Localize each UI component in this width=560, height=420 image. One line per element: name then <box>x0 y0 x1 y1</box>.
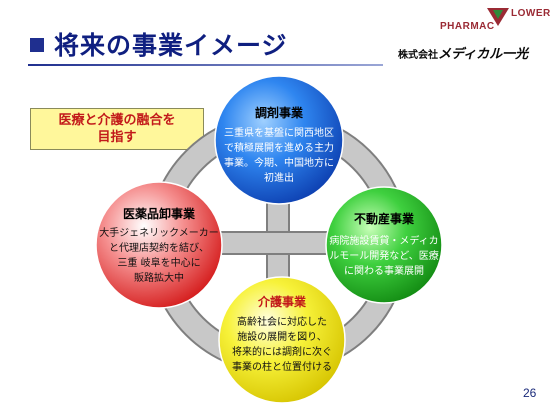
company-logo-text: 株式会社メディカル一光 <box>398 43 528 62</box>
wholesale-circle <box>95 181 223 309</box>
real-estate-description-line: 病院施設賃貸・メディカ <box>329 236 439 247</box>
wholesale-description-line: 販路拡大中 <box>134 273 184 284</box>
logo-text-lower: LOWER <box>511 8 551 19</box>
nursing-care-description-line: 将来的には調剤に次ぐ <box>232 347 332 358</box>
goal-callout-text: 医療と介護の融合を目指す <box>58 112 175 146</box>
real-estate-title: 不動産事業 <box>353 212 414 226</box>
dispensing-description: 三重県を基盤に関西地区で積極展開を進める主力事業。今期、中国地方に初進出 <box>219 126 339 186</box>
real-estate-description-line: に関わる事業展開 <box>344 266 424 277</box>
goal-callout-line: 医療と介護の融合を <box>58 113 176 128</box>
dispensing-circle <box>214 75 344 205</box>
real-estate-circle <box>325 186 443 304</box>
slide-title: 将来の事業イメージ <box>54 31 288 60</box>
title-bullet-square <box>30 38 44 52</box>
company-prefix: 株式会社 <box>398 50 438 61</box>
nursing-care-description: 高齢社会に対応した施設の展開を図り、将来的には調剤に次ぐ事業の柱と位置付ける <box>222 315 342 375</box>
real-estate-description: 病院施設賃貸・メディカルモール開発など、医療に関わる事業展開 <box>326 234 442 279</box>
title-underline <box>28 64 383 66</box>
wholesale-description-line: 大手ジェネリックメーカー <box>99 228 219 239</box>
wholesale-description-line: 三重 岐阜を中心に <box>117 258 201 269</box>
wholesale-description: 大手ジェネリックメーカーと代理店契約を結び、三重 岐阜を中心に販路拡大中 <box>96 226 222 286</box>
nursing-care-circle <box>218 276 346 404</box>
nursing-care-title: 介護事業 <box>257 295 306 309</box>
flower-logo-icon <box>485 6 511 32</box>
logo-text-pharmac: PHARMAC <box>440 21 495 32</box>
nursing-care-description-line: 高齢社会に対応した <box>237 317 327 328</box>
goal-callout-box: 医療と介護の融合を目指す <box>30 108 204 150</box>
dispensing-description-line: 三重県を基盤に関西地区 <box>224 128 334 139</box>
dispensing-description-line: 初進出 <box>264 173 294 184</box>
real-estate-description-line: ルモール開発など、医療 <box>329 251 439 262</box>
nursing-care-description-line: 事業の柱と位置付ける <box>232 362 332 373</box>
dispensing-description-line: で積極展開を進める主力 <box>224 143 334 154</box>
wholesale-title: 医薬品卸事業 <box>122 207 195 221</box>
dispensing-description-line: 事業。今期、中国地方に <box>224 158 334 169</box>
wholesale-description-line: と代理店契約を結び、 <box>109 243 209 254</box>
goal-callout-line: 目指す <box>97 130 137 145</box>
company-name: メディカル一光 <box>438 47 529 62</box>
nursing-care-description-line: 施設の展開を図り、 <box>237 332 327 343</box>
page-number: 26 <box>523 386 537 400</box>
dispensing-title: 調剤事業 <box>254 106 303 120</box>
